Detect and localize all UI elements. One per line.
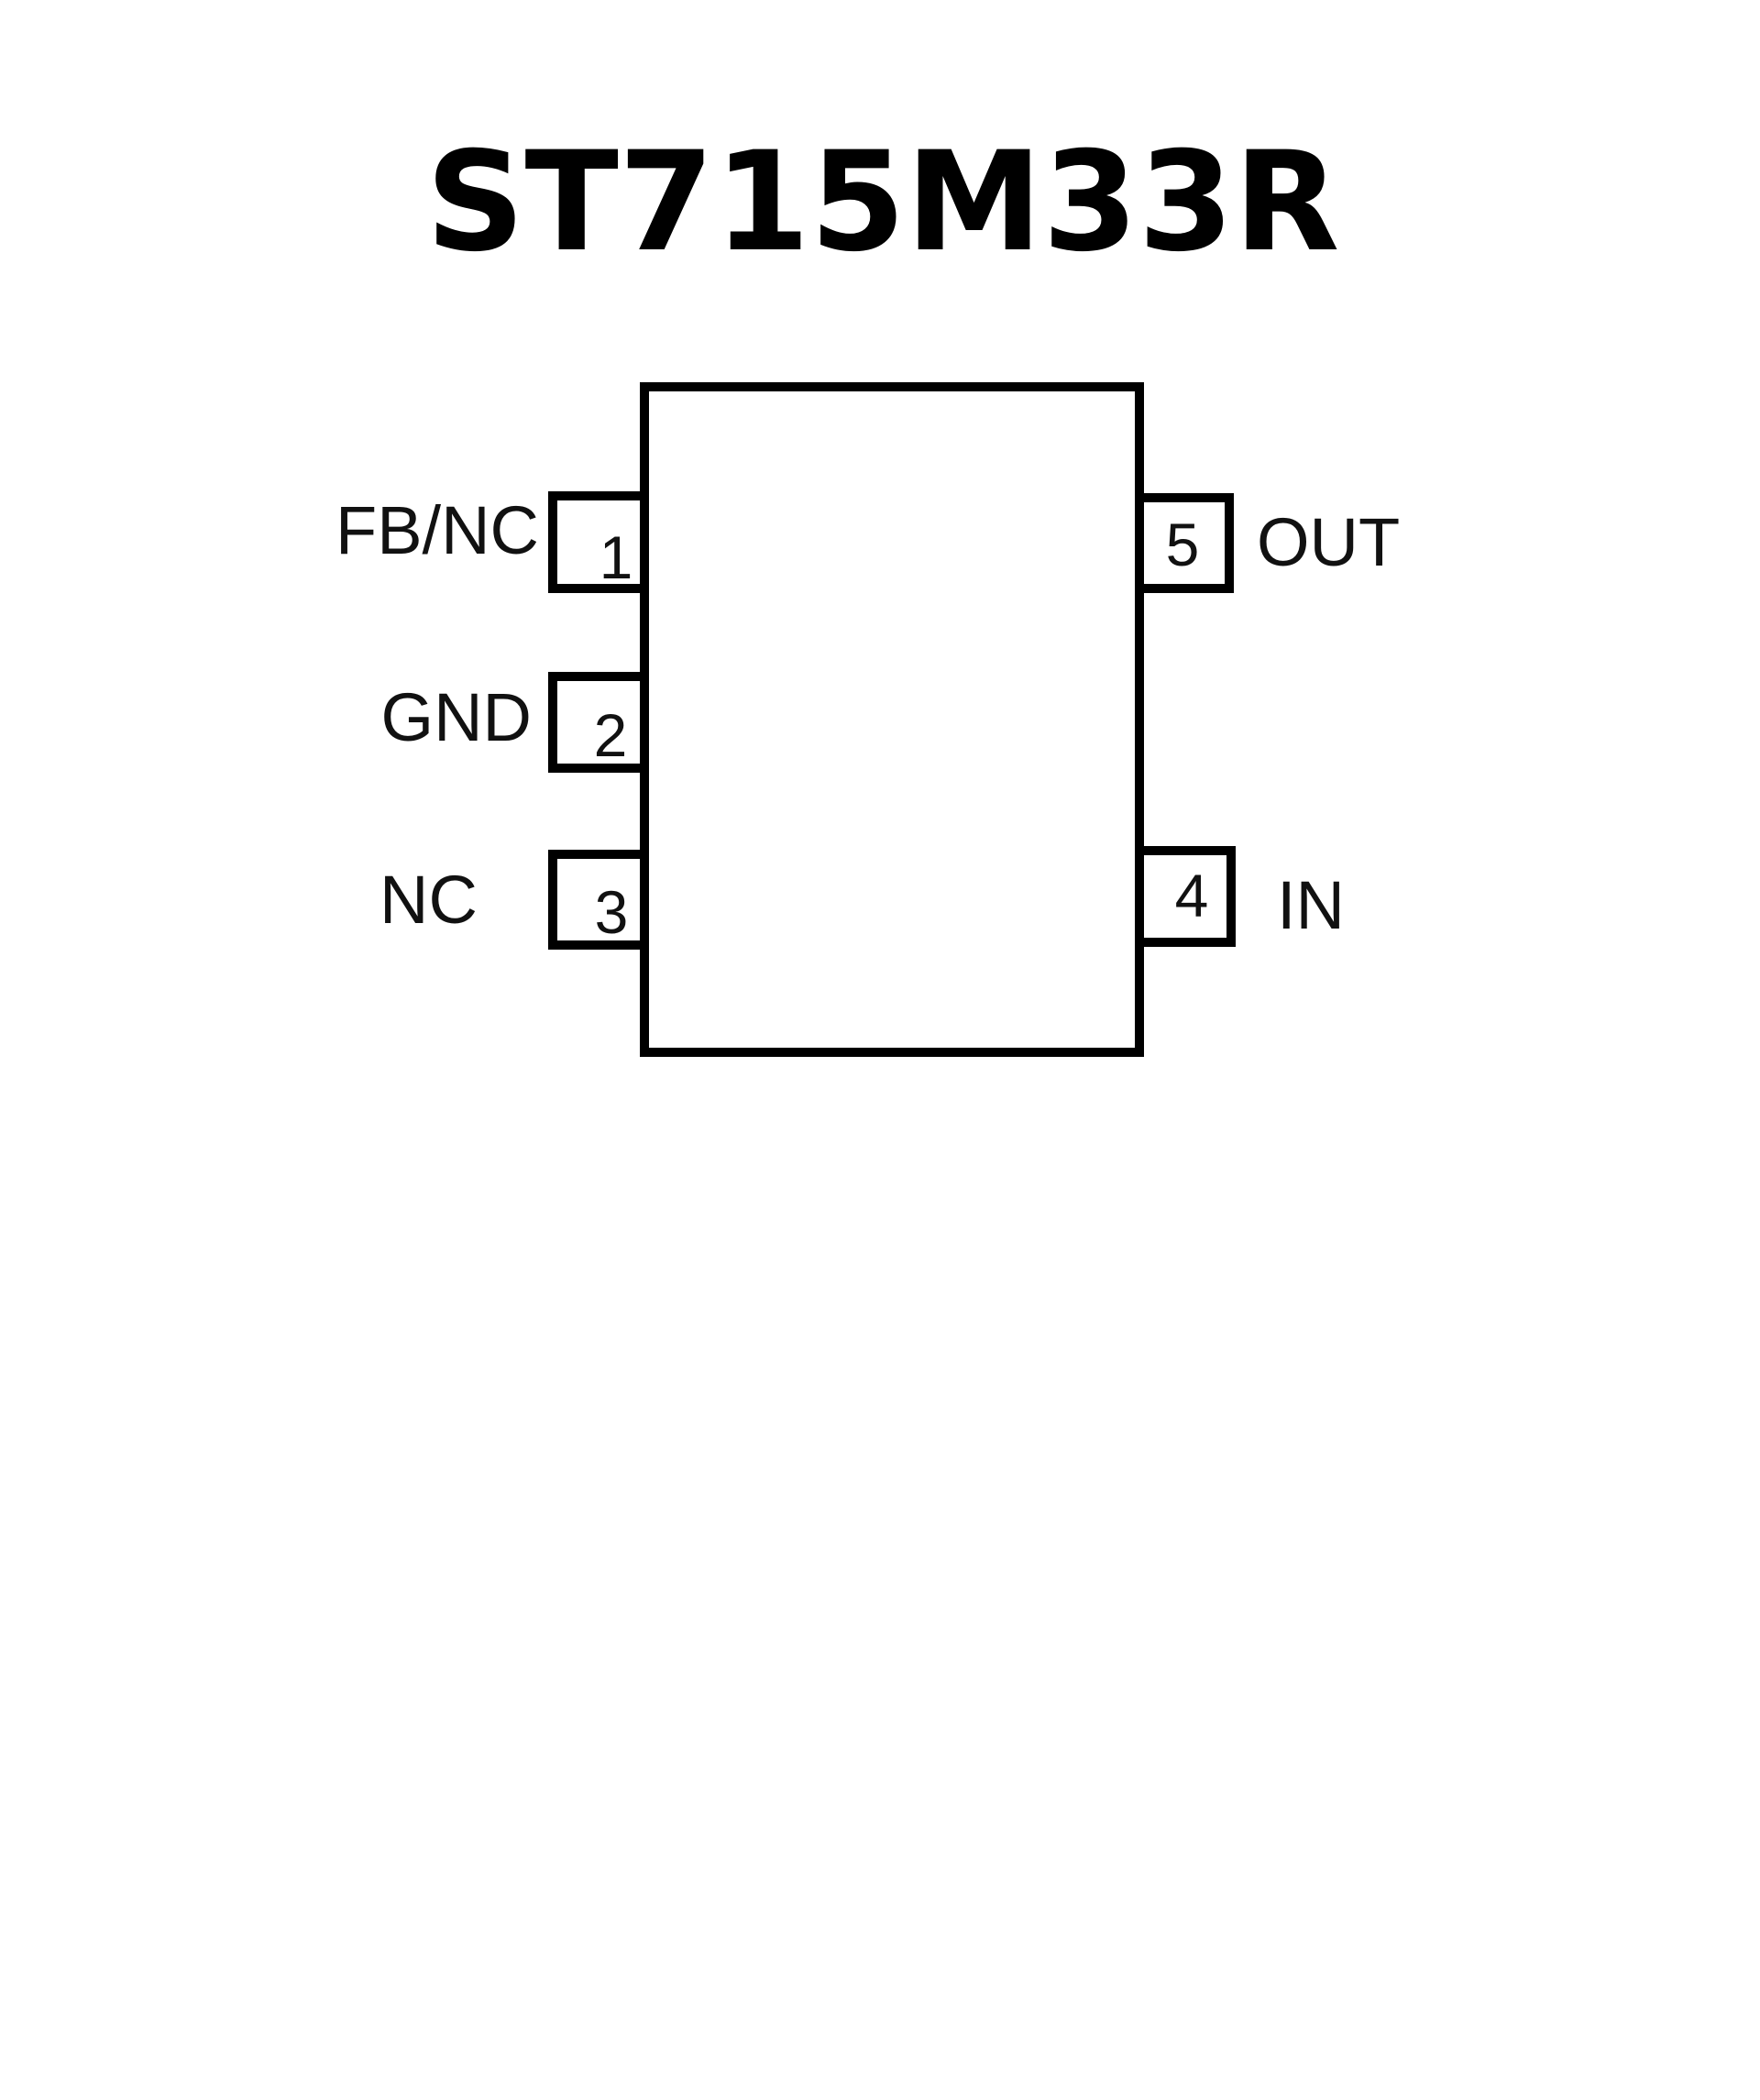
pin-5-label: OUT [1257,504,1400,580]
pin-3-label: NC [380,862,478,938]
pin-1-label: FB/NC [336,492,539,568]
pin-1-number: 1 [600,523,633,591]
pin-3-pad [548,850,649,950]
pin-5-number: 5 [1166,511,1200,578]
pin-2-pad [548,672,649,773]
ic-body [640,382,1144,1057]
pin-4-label: IN [1277,867,1345,943]
pin-4-number: 4 [1175,862,1209,929]
pin-1-pad [548,491,649,593]
pin-2-label: GND [381,679,532,755]
part-number-title: ST715M33R [426,123,1340,282]
pin-3-number: 3 [595,878,629,946]
pin-2-number: 2 [594,701,628,769]
